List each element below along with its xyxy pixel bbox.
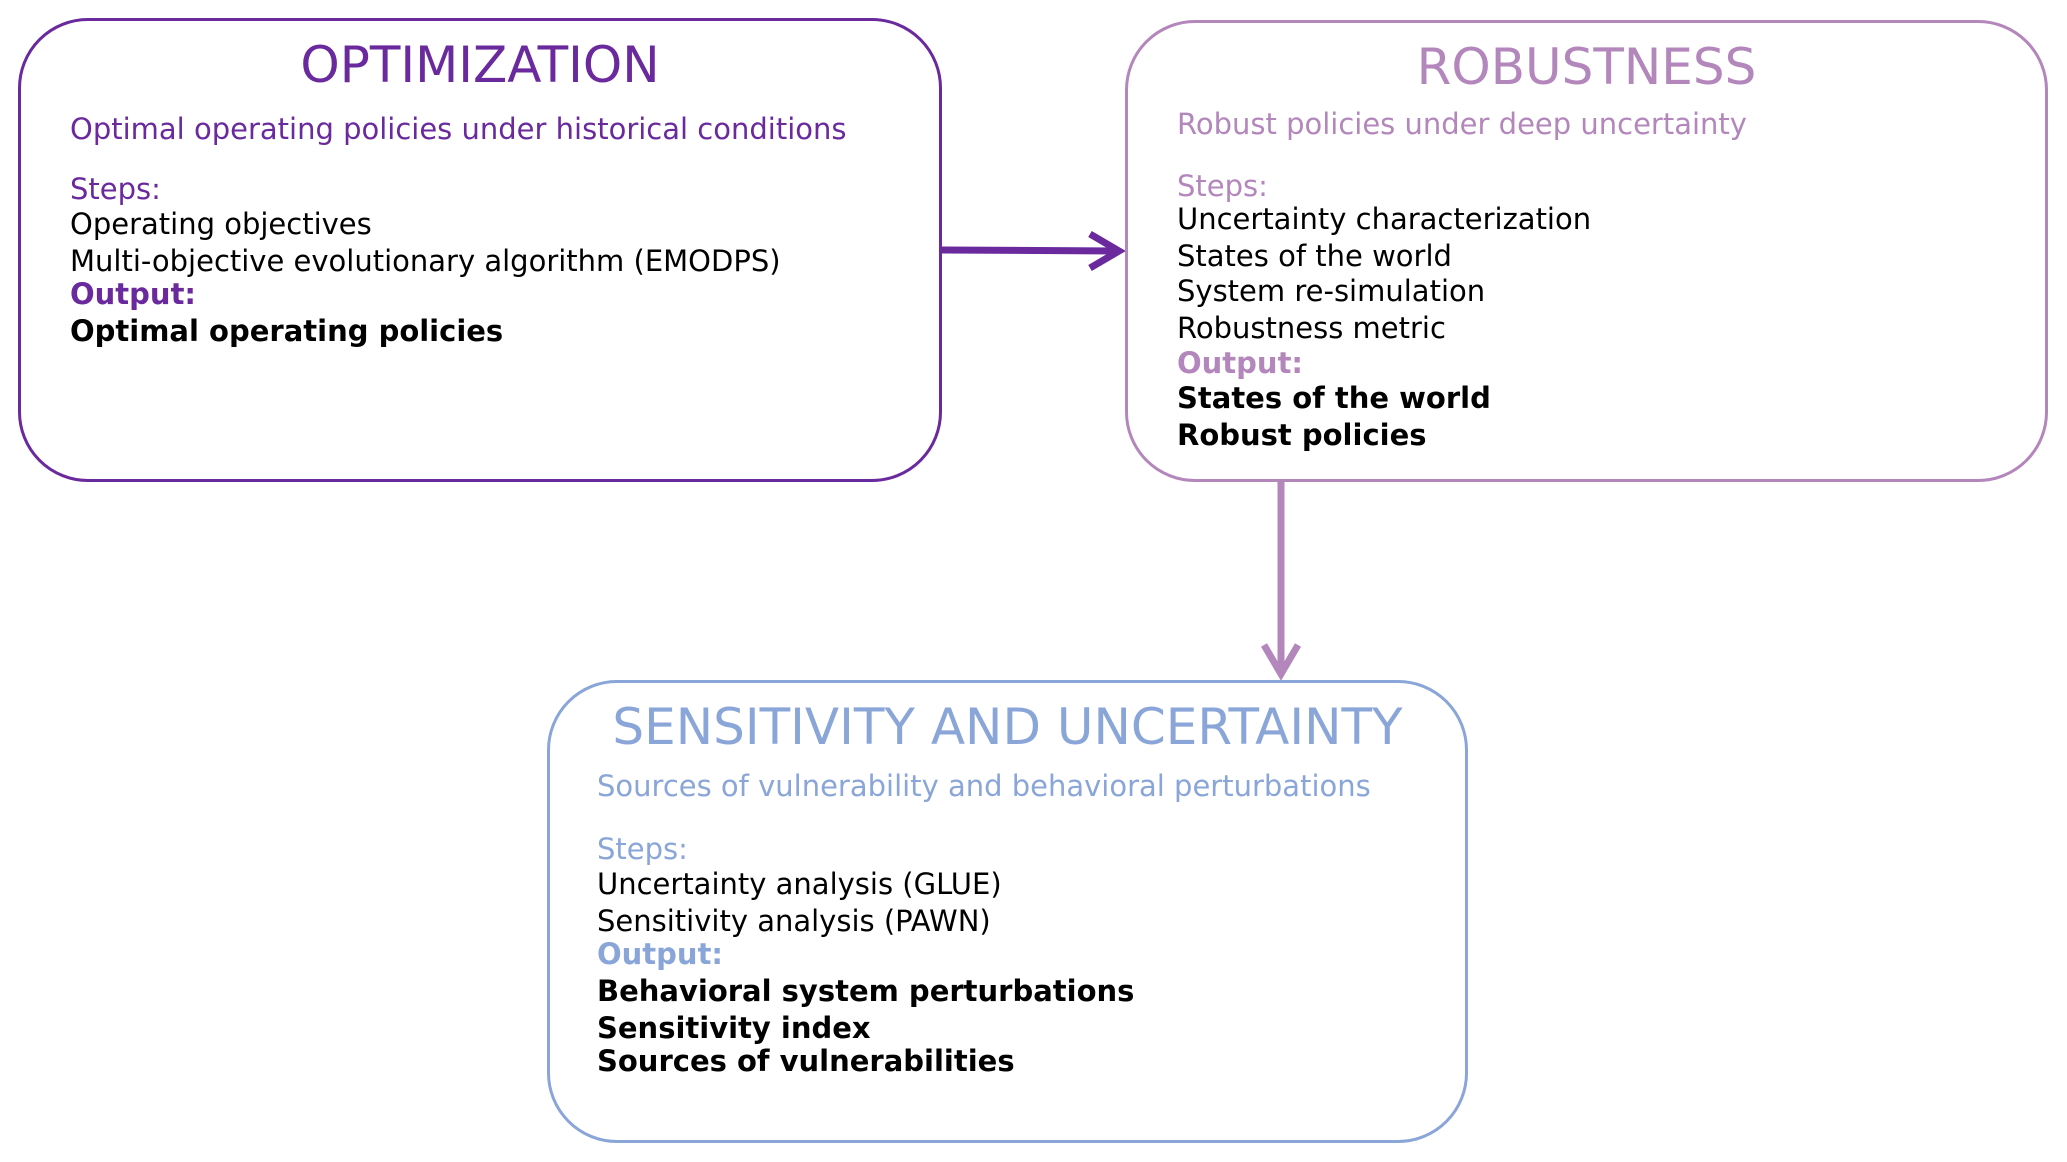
output-item: Optimal operating policies xyxy=(70,314,504,348)
output-item: Sensitivity index xyxy=(597,1011,871,1045)
output-item: Robust policies xyxy=(1177,418,1427,452)
step-item: Operating objectives xyxy=(70,207,372,241)
output-item: Sources of vulnerabilities xyxy=(597,1044,1015,1078)
arrow-optimization-to-robustness xyxy=(941,230,1126,272)
box-subtitle: Optimal operating policies under histori… xyxy=(70,112,847,146)
output-label: Output: xyxy=(597,937,724,971)
robustness-box: ROBUSTNESS Robust policies under deep un… xyxy=(1125,20,2048,482)
step-item: States of the world xyxy=(1177,239,1452,273)
step-item: System re-simulation xyxy=(1177,274,1486,308)
steps-label: Steps: xyxy=(70,172,161,206)
step-item: Uncertainty characterization xyxy=(1177,202,1592,236)
output-label: Output: xyxy=(1177,346,1304,380)
step-item: Sensitivity analysis (PAWN) xyxy=(597,904,991,938)
sensitivity-box: SENSITIVITY AND UNCERTAINTY Sources of v… xyxy=(547,680,1468,1143)
steps-label: Steps: xyxy=(597,832,688,866)
steps-label: Steps: xyxy=(1177,169,1268,203)
output-label: Output: xyxy=(70,277,197,311)
box-title: SENSITIVITY AND UNCERTAINTY xyxy=(612,698,1403,756)
step-item: Robustness metric xyxy=(1177,311,1446,345)
output-item: Behavioral system perturbations xyxy=(597,974,1135,1008)
step-item: Multi-objective evolutionary algorithm (… xyxy=(70,244,781,278)
arrow-robustness-to-sensitivity xyxy=(1260,482,1302,681)
optimization-box: OPTIMIZATION Optimal operating policies … xyxy=(18,18,942,482)
box-subtitle: Robust policies under deep uncertainty xyxy=(1177,107,1747,141)
step-item: Uncertainty analysis (GLUE) xyxy=(597,867,1002,901)
output-item: States of the world xyxy=(1177,381,1491,415)
box-title: ROBUSTNESS xyxy=(1416,38,1757,96)
box-subtitle: Sources of vulnerability and behavioral … xyxy=(597,769,1371,803)
box-title: OPTIMIZATION xyxy=(300,36,660,94)
